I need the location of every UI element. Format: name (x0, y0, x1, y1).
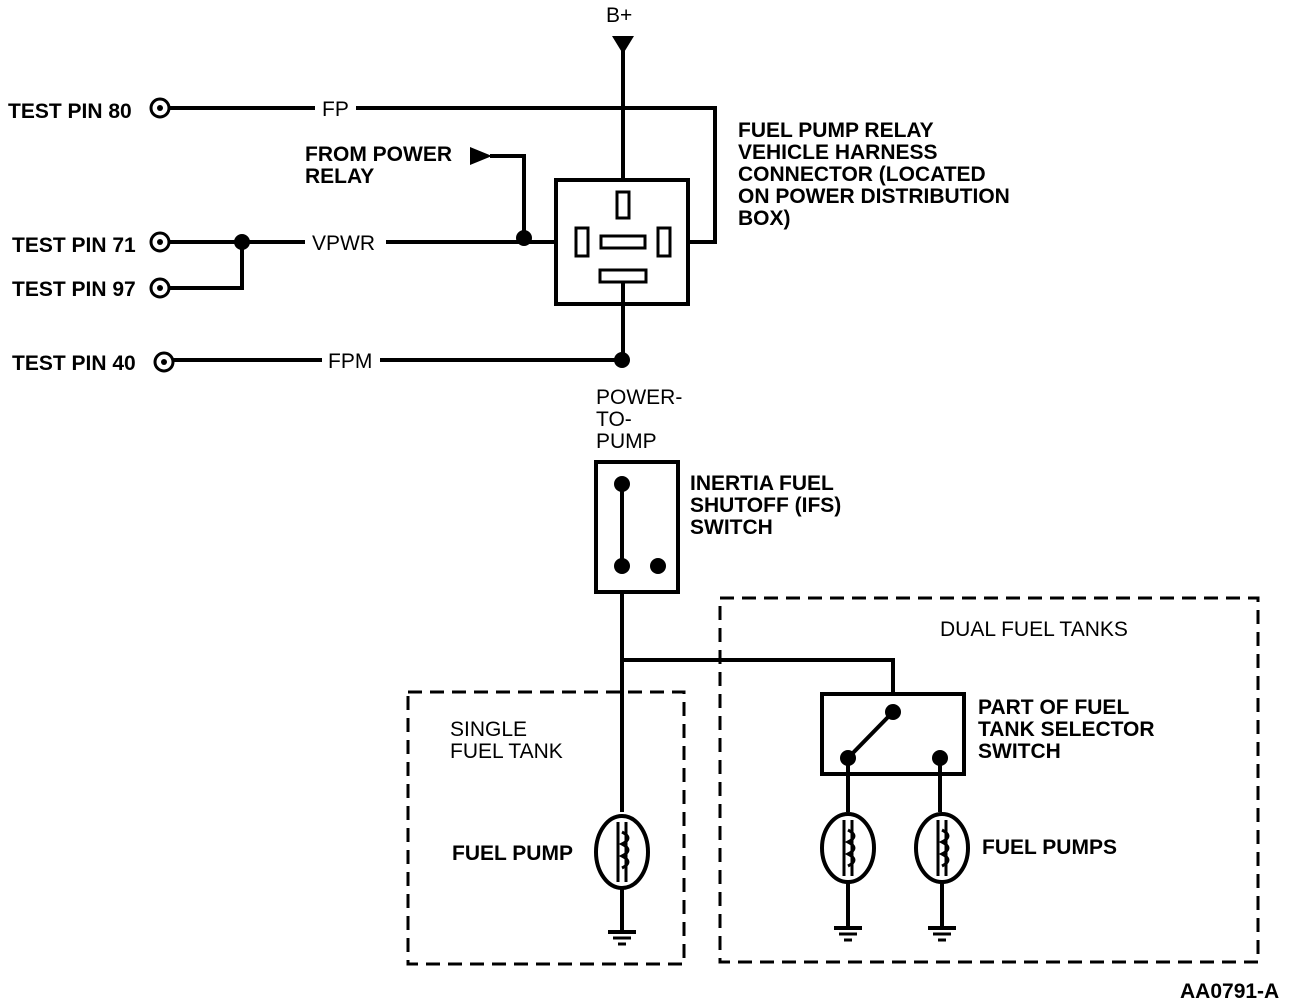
power-relay-splice-dot (516, 230, 532, 246)
from-power-relay-line-1: FROM POWER (305, 143, 452, 166)
single-pump-ground-icon (608, 930, 636, 946)
relay-connector-label-line-4: ON POWER DISTRIBUTION (738, 185, 1010, 208)
ifs-contact-bottom-right (650, 558, 666, 574)
fuel-pump-label: FUEL PUMP (452, 842, 573, 865)
dual-fuel-pump-right-motor-icon (914, 812, 970, 884)
from-power-relay-wire (490, 154, 526, 238)
test-pin-40-label: TEST PIN 40 (12, 352, 136, 375)
relay-cavity-center (599, 234, 647, 250)
vpwr-splice-dot (234, 234, 250, 250)
relay-cavity-left (574, 226, 590, 258)
ifs-switch-label-line-2: SHUTOFF (IFS) (690, 494, 841, 517)
dual-fuel-pump-left-motor-icon (820, 812, 876, 884)
relay-cavity-right (656, 226, 672, 258)
power-to-pump-line-3: PUMP (596, 430, 657, 453)
power-to-pump-line-1: POWER- (596, 386, 682, 409)
figure-id-label: AA0791-A (1180, 980, 1279, 1003)
single-fuel-tank-region (406, 690, 686, 966)
b-plus-terminal-icon (612, 36, 634, 54)
ifs-switch-body (594, 460, 680, 594)
from-power-relay-arrow-icon (470, 147, 492, 165)
selector-switch-label-line-1: PART OF FUEL (978, 696, 1129, 719)
dual-pump-right-ground-icon (928, 926, 956, 942)
single-fuel-tank-label-line-1: SINGLE (450, 718, 527, 741)
test-pin-80-terminal-icon (149, 97, 171, 119)
ifs-switch-label-line-3: SWITCH (690, 516, 773, 539)
fpm-splice-dot (614, 352, 630, 368)
vpwr-wire-label: VPWR (312, 232, 375, 255)
relay-cavity-top (615, 190, 631, 220)
test-pin-71-label: TEST PIN 71 (12, 234, 136, 257)
fuel-pump-motor-icon (594, 814, 650, 890)
power-to-pump-line-2: TO- (596, 408, 632, 431)
dual-fuel-tanks-region (718, 596, 1260, 964)
dual-pump-left-ground-icon (834, 926, 862, 942)
test-pin-40-terminal-icon (153, 351, 175, 373)
from-power-relay-line-2: RELAY (305, 165, 374, 188)
fpm-wire-label: FPM (328, 350, 372, 373)
b-plus-label: B+ (606, 4, 632, 27)
test-pin-80-label: TEST PIN 80 (8, 100, 132, 123)
selector-switch-label-line-3: SWITCH (978, 740, 1061, 763)
relay-cavity-bottom (598, 268, 648, 284)
test-pin-97-label: TEST PIN 97 (12, 278, 136, 301)
ifs-switch-label-line-1: INERTIA FUEL (690, 472, 834, 495)
test-pin-97-wire (169, 242, 244, 290)
relay-connector-label-line-2: VEHICLE HARNESS (738, 141, 938, 164)
fp-wire-right (356, 106, 717, 244)
selector-switch-label-line-2: TANK SELECTOR (978, 718, 1155, 741)
fp-wire-label: FP (322, 98, 349, 121)
single-fuel-tank-label-line-2: FUEL TANK (450, 740, 563, 763)
test-pin-97-terminal-icon (149, 277, 171, 299)
test-pin-71-terminal-icon (149, 231, 171, 253)
relay-connector-label-line-3: CONNECTOR (LOCATED (738, 163, 986, 186)
selector-switch-blade (846, 714, 891, 760)
relay-connector-label-line-1: FUEL PUMP RELAY (738, 119, 934, 142)
fuel-pumps-label: FUEL PUMPS (982, 836, 1117, 859)
dual-fuel-tanks-label: DUAL FUEL TANKS (940, 618, 1128, 641)
relay-connector-label-line-5: BOX) (738, 207, 791, 230)
